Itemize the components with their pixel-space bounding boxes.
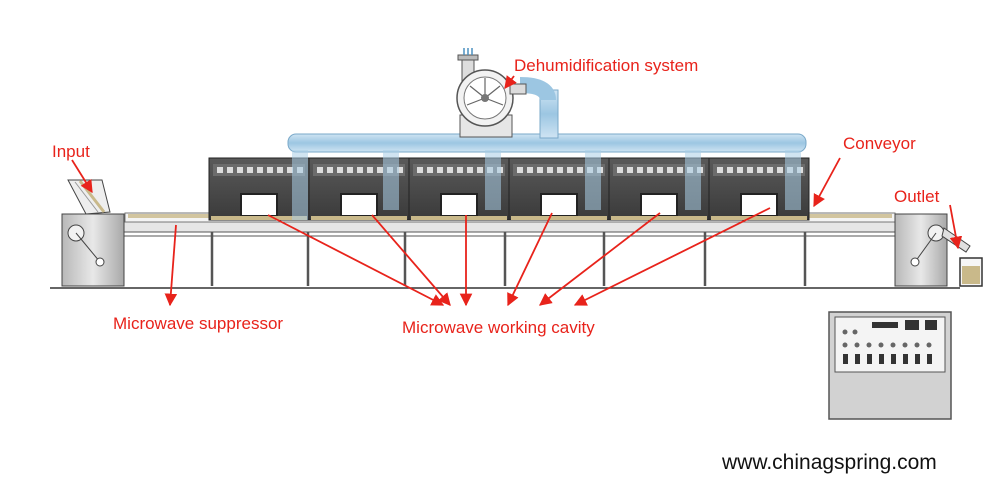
dehumidification-duct	[287, 77, 807, 153]
label-dehumidification-system: Dehumidification system	[514, 56, 699, 75]
label-microwave-suppressor: Microwave suppressor	[113, 314, 284, 333]
input-cabinet	[61, 213, 125, 287]
label-outlet: Outlet	[894, 187, 940, 206]
annotation-arrows	[71, 75, 963, 307]
outlet-bin	[959, 257, 983, 287]
input-hopper	[67, 179, 111, 215]
outlet-cabinet	[894, 213, 971, 287]
label-conveyor: Conveyor	[843, 134, 916, 153]
label-microwave-working-cavity: Microwave working cavity	[402, 318, 595, 337]
duct-drops	[292, 150, 801, 220]
fan-unit	[456, 48, 527, 138]
machine-frame	[121, 212, 898, 286]
watermark-url: www.chinagspring.com	[722, 451, 937, 474]
label-input: Input	[52, 142, 90, 161]
control-cabinet	[828, 311, 952, 420]
